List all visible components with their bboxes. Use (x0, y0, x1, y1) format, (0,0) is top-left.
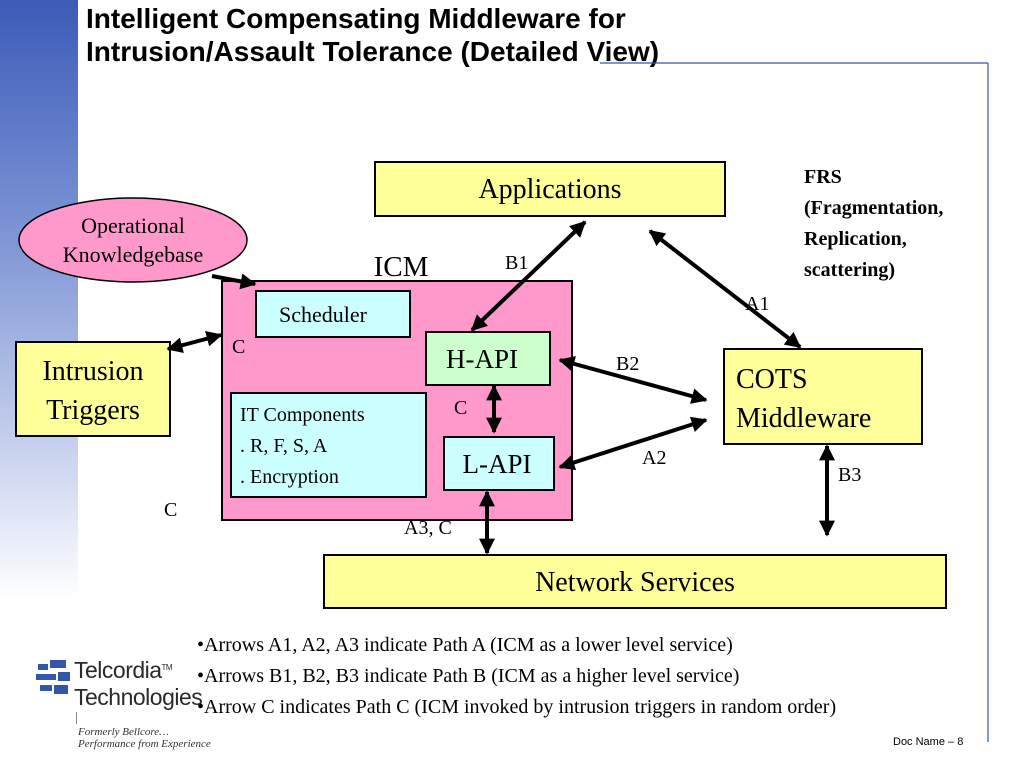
frs-note-line-3: Replication, (804, 228, 907, 250)
edge-label-a2: A2 (642, 447, 666, 469)
bullet-path-b: •Arrows B1, B2, B3 indicate Path B (ICM … (197, 665, 740, 687)
intrusion-triggers-line-1: Intrusion (42, 356, 143, 387)
cots-middleware-line-2: Middleware (736, 403, 871, 434)
operational-kb-line-2: Knowledgebase (63, 242, 204, 267)
logo-sub-1: Formerly Bellcore… (78, 726, 169, 738)
applications-label: Applications (478, 174, 621, 205)
edge-label-b3: B3 (838, 464, 861, 486)
network-services-label: Network Services (535, 567, 735, 598)
applications-box (374, 161, 726, 217)
network-services-box (323, 554, 947, 609)
frs-note-line-1: FRS (804, 166, 842, 188)
title-line-1: Intelligent Compensating Middleware for (86, 3, 626, 34)
arrow-a2 (558, 416, 708, 471)
it-components-box (230, 392, 427, 498)
edge-label-c-intrusion: C (232, 336, 245, 358)
logo-divider (76, 712, 77, 724)
icm-label: ICM (374, 251, 429, 283)
arrow-c-intrusion (166, 330, 223, 354)
arrow-b1 (470, 220, 587, 332)
page-title: Intelligent Compensating Middleware for … (86, 2, 659, 68)
it-components-line-2: . R, F, S, A (240, 435, 328, 457)
cots-middleware-line-1: COTS (736, 364, 808, 395)
left-decorative-band (0, 0, 78, 600)
logo-sub-2: Performance from Experience (78, 738, 211, 750)
bullet-path-a: •Arrows A1, A2, A3 indicate Path A (ICM … (197, 634, 733, 656)
intrusion-triggers-box (15, 341, 171, 437)
telcordia-logo-icon (36, 660, 70, 694)
arrow-knowledgebase-to-icm (211, 273, 257, 290)
telcordia-wordmark: TelcordiaTM Technologies (74, 654, 203, 711)
it-components-line-3: . Encryption (240, 466, 339, 488)
h-api-box (425, 331, 551, 386)
logo-line-2: Technologies (74, 684, 203, 710)
frs-note-line-4: scattering) (804, 259, 895, 281)
frs-note-line-2: (Fragmentation, (804, 197, 943, 219)
telcordia-logo: TelcordiaTM Technologies Formerly Bellco… (36, 654, 226, 754)
doc-name-footer: Doc Name – 8 (893, 736, 964, 748)
h-api-label: H-API (446, 344, 518, 374)
intrusion-triggers-line-2: Triggers (46, 395, 140, 426)
edge-label-b2: B2 (616, 353, 639, 375)
edge-label-c-lower: C (164, 499, 177, 521)
arrow-b2 (558, 356, 708, 404)
title-line-2: Intrusion/Assault Tolerance (Detailed Vi… (86, 36, 660, 67)
logo-tagline: Formerly Bellcore… Performance from Expe… (78, 726, 211, 750)
logo-tm: TM (161, 663, 173, 672)
edge-label-a3c: A3, C (404, 517, 452, 539)
scheduler-box (255, 290, 411, 338)
frs-note: FRS (Fragmentation, Replication, scatter… (804, 166, 943, 281)
l-api-label: L-API (463, 449, 532, 479)
scheduler-label: Scheduler (279, 302, 368, 327)
edge-label-b1: B1 (505, 252, 528, 274)
it-components-line-1: IT Components (240, 404, 365, 426)
l-api-box (443, 436, 555, 491)
arrow-a1 (648, 229, 802, 349)
cots-middleware-box (723, 348, 923, 445)
operational-knowledgebase-ellipse (18, 197, 248, 283)
logo-line-1: Telcordia (74, 657, 162, 683)
bullet-path-c: •Arrow C indicates Path C (ICM invoked b… (197, 696, 837, 718)
operational-kb-line-1: Operational (81, 213, 185, 238)
legend-bullets: •Arrows A1, A2, A3 indicate Path A (ICM … (197, 630, 836, 723)
edge-label-a1: A1 (745, 293, 769, 315)
edge-label-c-hl: C (454, 397, 467, 419)
